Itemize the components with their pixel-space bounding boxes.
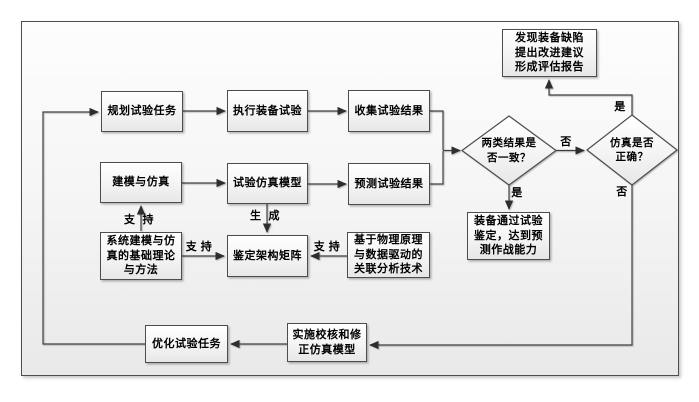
box-predicted-test-results: 预测试验结果 <box>348 163 430 205</box>
edge-label-no-correct: 否 <box>616 186 628 198</box>
edge-label-generate-right: 成 <box>268 210 280 222</box>
edge-label-yes-consistent: 是 <box>511 187 523 199</box>
edge-label-no-consistent: 否 <box>560 136 572 148</box>
edge-label-support-right: 支 持 <box>313 241 341 253</box>
box-correlation-analysis-tech: 基于物理原理 与数据驱动的 关联分析技术 <box>347 232 430 278</box>
edge-collect-to-merge <box>430 110 444 150</box>
box-equipment-passes-appraisal: 装备通过试验 鉴定，达到预 测作战能力 <box>467 212 550 260</box>
edge-label-support-up-left: 支 <box>124 214 136 226</box>
box-appraisal-framework-matrix: 鉴定架构矩阵 <box>227 235 308 277</box>
edge-decision2-no-to-implement <box>369 185 633 350</box>
edge-label-support-left: 支 持 <box>185 241 213 253</box>
decision-diamond-sim-correct <box>586 114 678 186</box>
box-plan-test-tasks: 规划试验任务 <box>101 91 183 132</box>
edge-optimize-loop-to-plan <box>42 107 145 345</box>
box-optimize-test-tasks: 优化试验任务 <box>145 325 228 363</box>
decision-diamond-consistent <box>460 115 558 186</box>
edge-decision2-yes-to-defect <box>544 79 633 115</box>
box-collect-test-results: 收集试验结果 <box>348 90 430 132</box>
edge-label-generate-left: 生 <box>250 210 262 222</box>
box-modeling-theory-methods: 系统建模与仿 真的基础理论 与方法 <box>100 232 182 280</box>
edge-label-support-up-right: 持 <box>142 214 154 226</box>
edge-predict-to-merge <box>430 151 444 185</box>
box-execute-equipment-test: 执行装备试验 <box>227 90 308 132</box>
edge-label-generate: 生 成 <box>250 207 280 223</box>
box-modeling-simulation: 建模与仿真 <box>100 162 182 203</box>
box-verify-correct-sim-model: 实施校核和修 正仿真模型 <box>287 323 367 362</box>
box-test-simulation-model: 试验仿真模型 <box>227 163 308 204</box>
edge-label-support-up: 支 持 <box>124 211 154 227</box>
edge-label-yes-correct: 是 <box>614 101 626 113</box>
box-defect-report: 发现装备缺陷 提出改进建议 形成评估报告 <box>502 29 597 77</box>
